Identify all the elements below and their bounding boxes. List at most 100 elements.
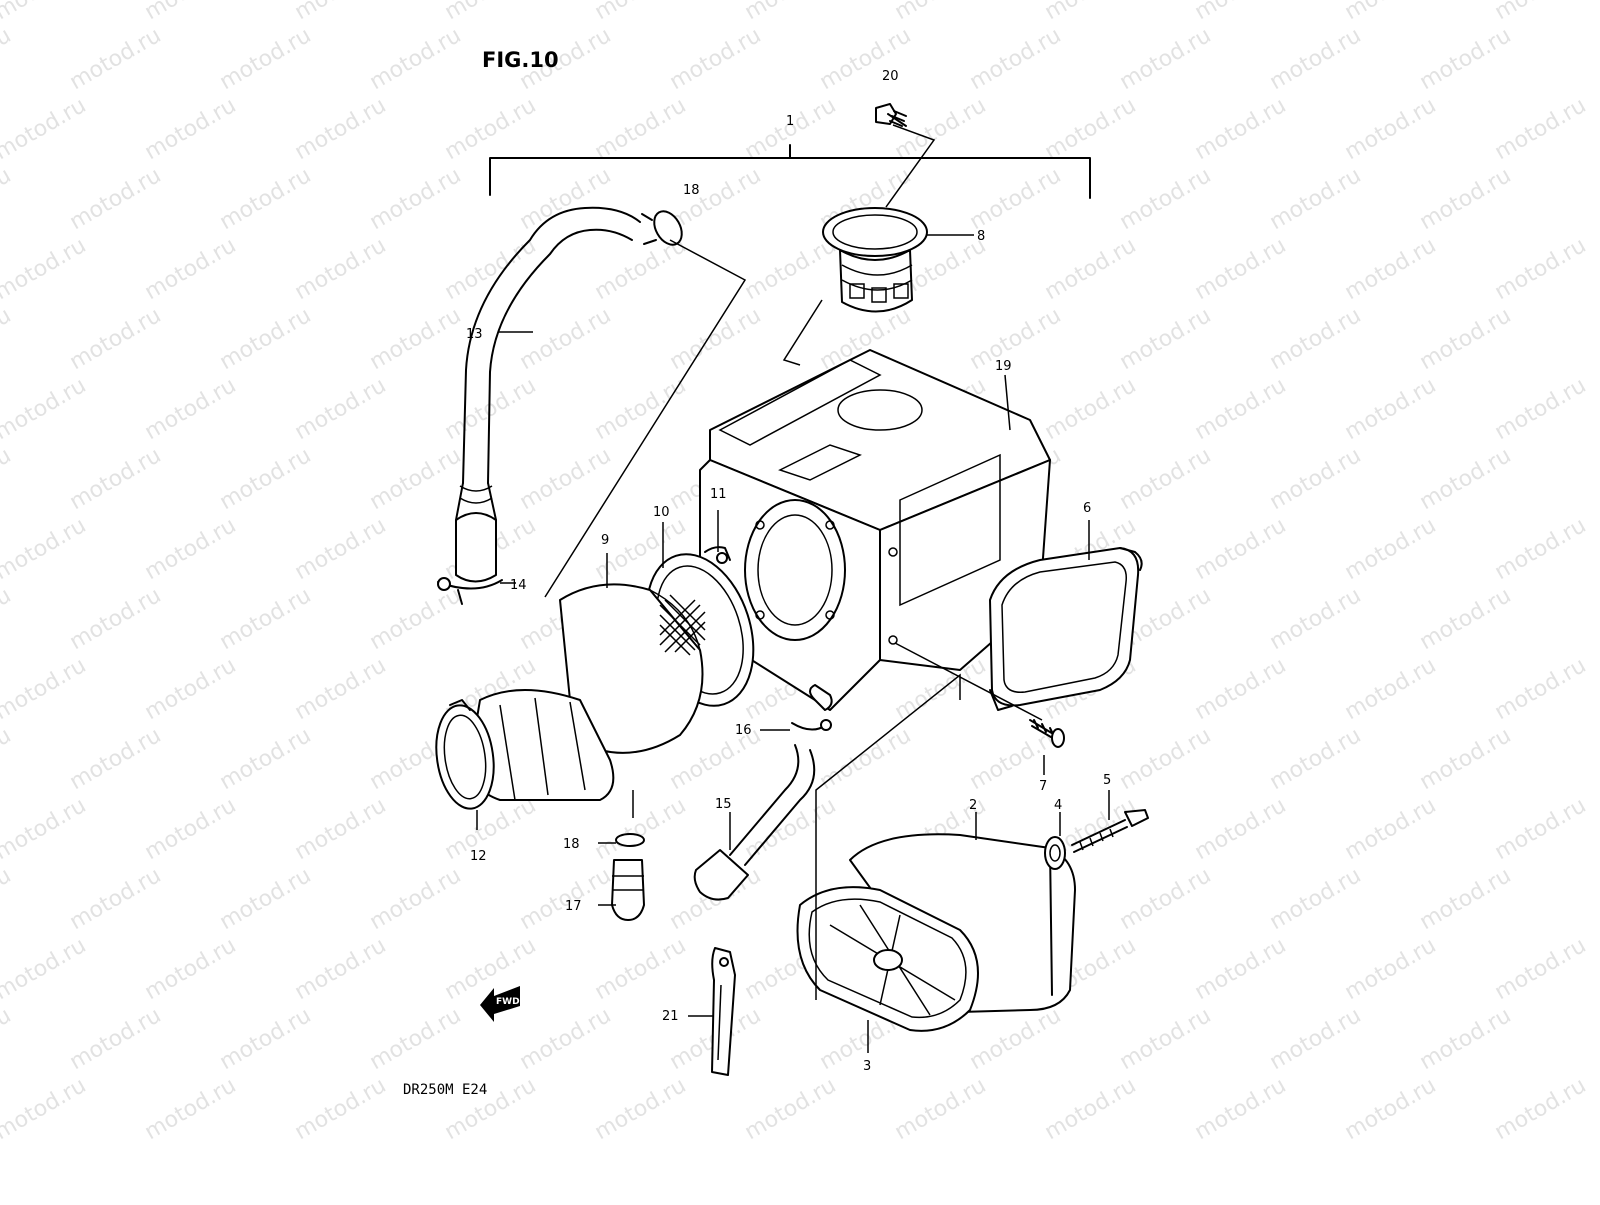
- watermark: motod.ru: [1041, 1073, 1141, 1145]
- watermark: motod.ru: [591, 933, 691, 1005]
- breather-hose-13: [455, 206, 641, 583]
- watermark: motod.ru: [0, 23, 15, 95]
- callout-18-bottom: 18: [563, 837, 580, 852]
- watermark: motod.ru: [216, 1003, 316, 1075]
- watermark: motod.ru: [141, 653, 241, 725]
- watermark: motod.ru: [291, 1073, 391, 1145]
- watermark: motod.ru: [0, 1003, 15, 1075]
- watermark: motod.ru: [1341, 0, 1441, 25]
- watermark: motod.ru: [1416, 303, 1516, 375]
- watermark: motod.ru: [966, 723, 1066, 795]
- watermark: motod.ru: [66, 303, 166, 375]
- watermark: motod.ru: [0, 0, 90, 25]
- watermark: motod.ru: [891, 1073, 991, 1145]
- watermark: motod.ru: [1341, 93, 1441, 165]
- callout-7: 7: [1039, 779, 1047, 794]
- watermark: motod.ru: [1491, 653, 1591, 725]
- watermark: motod.ru: [66, 23, 166, 95]
- callout-12: 12: [470, 849, 487, 864]
- model-code: DR250M E24: [403, 1082, 487, 1098]
- watermark: motod.ru: [0, 233, 90, 305]
- watermark: motod.ru: [1266, 863, 1366, 935]
- clamp-18-bottom: [615, 833, 645, 847]
- watermark: motod.ru: [1041, 0, 1141, 25]
- callout-18-top: 18: [683, 183, 700, 198]
- clamp-16: [791, 719, 832, 731]
- watermark: motod.ru: [0, 443, 15, 515]
- callout-14: 14: [510, 578, 527, 593]
- watermark: motod.ru: [366, 443, 466, 515]
- watermark: motod.ru: [1116, 303, 1216, 375]
- watermark: motod.ru: [1341, 653, 1441, 725]
- watermark: motod.ru: [366, 863, 466, 935]
- watermark: motod.ru: [666, 303, 766, 375]
- callout-10: 10: [653, 505, 670, 520]
- watermark: motod.ru: [216, 303, 316, 375]
- watermark: motod.ru: [1116, 1003, 1216, 1075]
- callout-20: 20: [882, 69, 899, 84]
- washer-4: [1044, 836, 1066, 870]
- watermark: motod.ru: [441, 793, 541, 865]
- watermark: motod.ru: [66, 583, 166, 655]
- callout-8: 8: [977, 229, 985, 244]
- watermark: motod.ru: [1191, 233, 1291, 305]
- watermark: motod.ru: [1266, 1003, 1366, 1075]
- watermark: motod.ru: [516, 1003, 616, 1075]
- watermark: motod.ru: [0, 653, 90, 725]
- watermark: motod.ru: [1191, 513, 1291, 585]
- watermark: motod.ru: [591, 373, 691, 445]
- watermark: motod.ru: [741, 0, 841, 25]
- watermark: motod.ru: [141, 93, 241, 165]
- watermark: motod.ru: [291, 0, 391, 25]
- watermark: motod.ru: [366, 1003, 466, 1075]
- watermark: motod.ru: [366, 303, 466, 375]
- watermark: motod.ru: [291, 513, 391, 585]
- watermark: motod.ru: [1416, 583, 1516, 655]
- watermark: motod.ru: [966, 303, 1066, 375]
- callout-21: 21: [662, 1009, 679, 1024]
- watermark: motod.ru: [816, 23, 916, 95]
- element-2: [849, 833, 1076, 1013]
- watermark: motod.ru: [291, 933, 391, 1005]
- watermark: motod.ru: [966, 163, 1066, 235]
- watermark: motod.ru: [66, 863, 166, 935]
- watermark: motod.ru: [741, 1073, 841, 1145]
- leader-lines: [476, 124, 1110, 1053]
- watermark: motod.ru: [1491, 1073, 1591, 1145]
- callout-9: 9: [601, 533, 609, 548]
- watermark: motod.ru: [1341, 513, 1441, 585]
- fwd-label: FWD: [496, 997, 520, 1007]
- watermark: motod.ru: [816, 723, 916, 795]
- bolt-5: [1071, 809, 1149, 853]
- watermark: motod.ru: [1191, 1073, 1291, 1145]
- watermark: motod.ru: [516, 163, 616, 235]
- watermark: motod.ru: [216, 23, 316, 95]
- watermark: motod.ru: [1266, 23, 1366, 95]
- watermark: motod.ru: [1041, 373, 1141, 445]
- watermark: motod.ru: [1116, 163, 1216, 235]
- watermark: motod.ru: [1491, 233, 1591, 305]
- watermark: motod.ru: [0, 1073, 90, 1145]
- cover-6: [989, 547, 1143, 711]
- watermark: motod.ru: [1491, 933, 1591, 1005]
- watermark: motod.ru: [1341, 1073, 1441, 1145]
- callout-5: 5: [1103, 773, 1111, 788]
- watermark: motod.ru: [216, 863, 316, 935]
- watermark: motod.ru: [0, 303, 15, 375]
- callout-17: 17: [565, 899, 582, 914]
- callout-4: 4: [1054, 798, 1062, 813]
- callout-15: 15: [715, 797, 732, 812]
- watermark: motod.ru: [666, 23, 766, 95]
- watermark: motod.ru: [1191, 0, 1291, 25]
- watermark: motod.ru: [1266, 583, 1366, 655]
- watermark: motod.ru: [0, 723, 15, 795]
- watermark: motod.ru: [1041, 93, 1141, 165]
- watermark: motod.ru: [591, 793, 691, 865]
- watermark: motod.ru: [1266, 163, 1366, 235]
- watermark: motod.ru: [366, 23, 466, 95]
- watermark: motod.ru: [66, 163, 166, 235]
- figure-title: FIG.10: [482, 48, 559, 72]
- watermark: motod.ru: [216, 443, 316, 515]
- watermark: motod.ru: [1416, 723, 1516, 795]
